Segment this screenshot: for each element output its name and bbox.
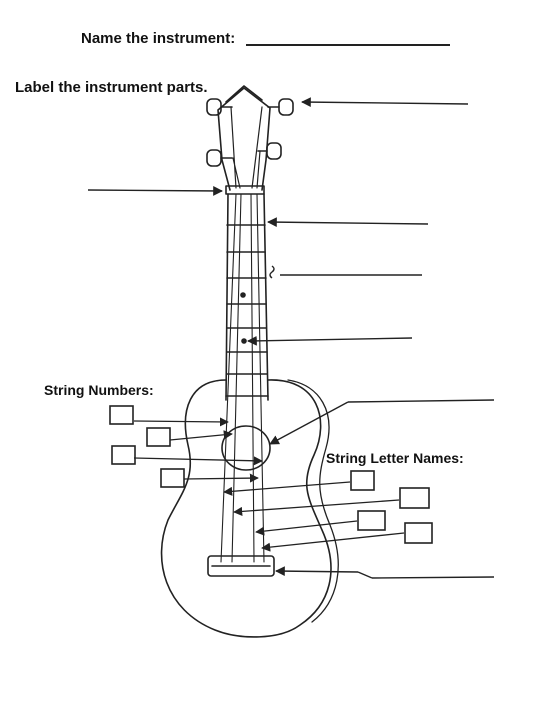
label-parts-prompt: Label the instrument parts. xyxy=(15,79,208,96)
bridge xyxy=(207,555,275,577)
string-number-boxes[interactable] xyxy=(109,405,185,488)
string-letter-boxes[interactable] xyxy=(350,470,433,544)
sound-hole xyxy=(221,425,271,471)
nut xyxy=(225,185,265,195)
string-numbers-label: String Numbers: xyxy=(44,382,154,398)
strings xyxy=(220,193,265,563)
string-letters-label: String Letter Names: xyxy=(326,450,464,466)
headstock xyxy=(217,85,271,191)
name-prompt: Name the instrument: xyxy=(81,30,236,47)
part-label-lines[interactable] xyxy=(87,97,495,579)
ukulele-body xyxy=(160,379,332,638)
tuning-pegs xyxy=(206,98,294,167)
instrument-name-answer-line[interactable] xyxy=(246,44,450,46)
